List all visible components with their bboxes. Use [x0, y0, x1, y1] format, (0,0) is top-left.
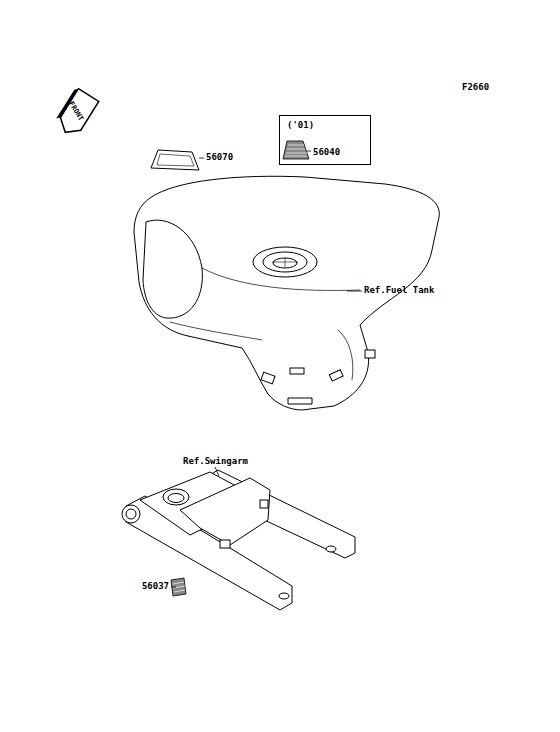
- figure-code: F2660: [462, 82, 489, 93]
- decal: [283, 141, 309, 159]
- swingarm: [122, 470, 355, 610]
- reference-label: Ref.Swingarm: [183, 456, 248, 467]
- front-arrow-icon: [53, 87, 99, 139]
- model-year: ('01): [287, 120, 314, 131]
- decal: [171, 578, 186, 596]
- decal: [151, 150, 199, 170]
- variant-box: ('01) 56040: [279, 115, 371, 165]
- callout-number: 56037: [142, 581, 169, 592]
- reference-label: Ref.Fuel Tank: [364, 285, 434, 296]
- callout-number: 56040: [313, 147, 340, 158]
- fuel-tank: [134, 176, 439, 410]
- callout-number: 56070: [206, 152, 233, 163]
